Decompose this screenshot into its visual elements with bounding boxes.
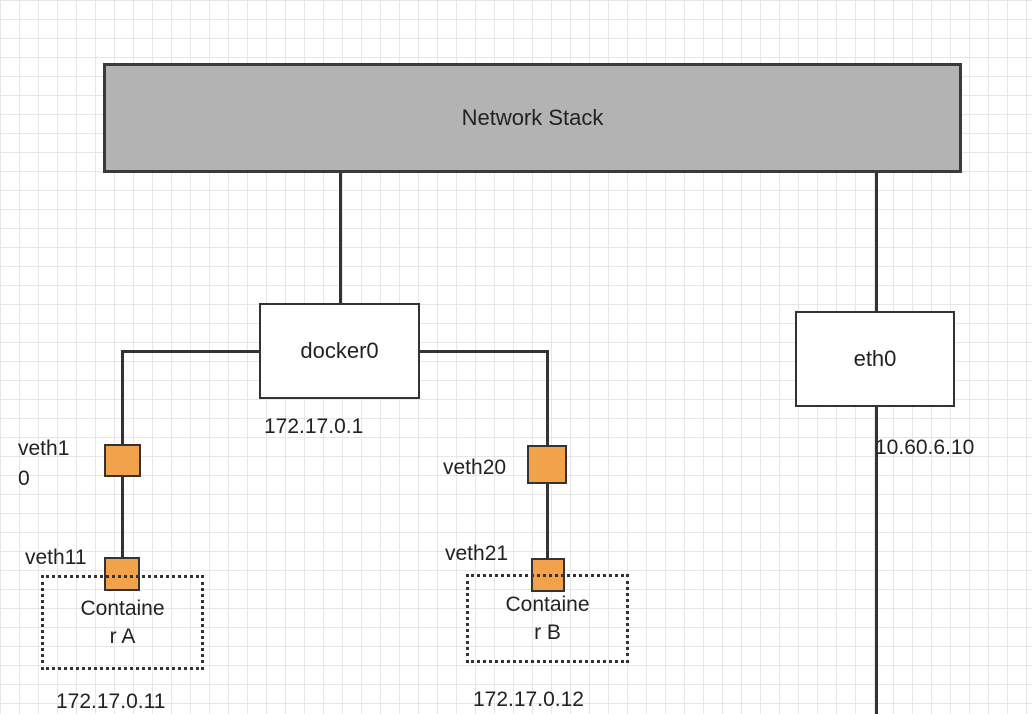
eth0-downlink-line (875, 406, 878, 714)
eth0-ip-label: 10.60.6.10 (875, 436, 975, 459)
veth11-label: veth11 (25, 546, 87, 569)
docker0-bridge-box: docker0 (259, 303, 420, 399)
docker0-ip-label: 172.17.0.1 (264, 415, 364, 438)
stack-to-eth0-line (875, 172, 878, 312)
network-stack-label: Network Stack (461, 105, 604, 130)
container-a-ip-label: 172.17.0.11 (56, 690, 166, 713)
eth0-label: eth0 (853, 346, 897, 371)
stack-to-docker0-line (339, 172, 342, 304)
docker0-label: docker0 (300, 338, 379, 363)
docker0-left-line (121, 350, 260, 353)
docker0-left-drop-line (121, 350, 124, 446)
veth11-port (104, 557, 140, 591)
network-stack-box: Network Stack (103, 63, 962, 173)
veth20-port (527, 445, 567, 484)
docker0-right-drop-line (546, 350, 549, 446)
eth0-box: eth0 (795, 311, 955, 407)
veth10-label: veth1 0 (18, 437, 70, 490)
veth-pair-a-link-line (121, 476, 124, 558)
container-a-box: Containe r A (41, 575, 204, 670)
veth-pair-b-link-line (546, 483, 549, 559)
docker0-right-line (420, 350, 549, 353)
veth20-label: veth20 (443, 456, 507, 479)
container-b-box: Containe r B (466, 574, 629, 663)
container-b-label: Containe r B (505, 592, 590, 644)
veth21-label: veth21 (445, 542, 509, 565)
veth10-port (104, 444, 141, 477)
container-a-label: Containe r A (80, 596, 165, 648)
container-b-ip-label: 172.17.0.12 (473, 688, 584, 711)
